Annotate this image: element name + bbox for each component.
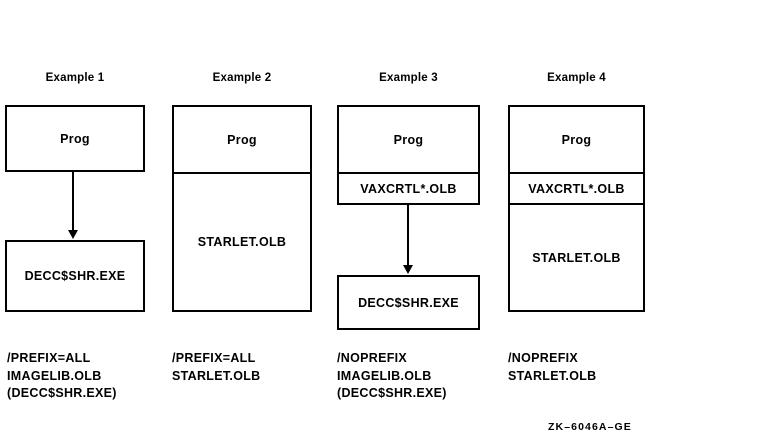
- diagram-cell-starlet-olb: STARLET.OLB: [510, 203, 643, 310]
- diagram-cell-prog: Prog: [227, 132, 257, 147]
- diagram-box-example-1-bottom: DECC$SHR.EXE: [5, 240, 145, 312]
- diagram-box-example-3-bottom: DECC$SHR.EXE: [337, 275, 480, 330]
- caption-example-1: /PREFIX=ALL IMAGELIB.OLB (DECC$SHR.EXE): [7, 351, 117, 400]
- figure-id-label: ZK–6046A–GE: [548, 421, 632, 433]
- column-title-example-1: Example 1: [45, 72, 105, 84]
- arrow-shaft-example-1: [72, 172, 74, 232]
- arrow-head-example-1: [68, 230, 78, 239]
- diagram-cell-vaxcrtl-olb: VAXCRTL*.OLB: [510, 172, 643, 203]
- arrow-head-example-3: [403, 265, 413, 274]
- diagram-cell-starlet-olb: STARLET.OLB: [174, 172, 310, 310]
- column-title-example-2: Example 2: [212, 72, 272, 84]
- caption-example-2: /PREFIX=ALL STARLET.OLB: [172, 351, 261, 383]
- diagram-box-example-3-top: Prog VAXCRTL*.OLB: [337, 105, 480, 205]
- column-title-example-3: Example 3: [379, 72, 438, 84]
- column-title-example-4: Example 4: [547, 72, 606, 84]
- diagram-box-example-2: Prog STARLET.OLB: [172, 105, 312, 312]
- arrow-shaft-example-3: [407, 205, 409, 267]
- diagram-cell-prog: Prog: [60, 131, 90, 146]
- diagram-cell-deccshr-exe: DECC$SHR.EXE: [24, 269, 126, 283]
- diagram-box-example-1-top: Prog: [5, 105, 145, 172]
- diagram-cell-prog: Prog: [393, 132, 424, 147]
- caption-example-4: /NOPREFIX STARLET.OLB: [508, 351, 597, 383]
- diagram-cell-deccshr-exe: DECC$SHR.EXE: [358, 295, 459, 310]
- diagram-cell-prog: Prog: [561, 132, 592, 147]
- diagram-box-example-4: Prog VAXCRTL*.OLB STARLET.OLB: [508, 105, 645, 312]
- caption-example-3: /NOPREFIX IMAGELIB.OLB (DECC$SHR.EXE): [337, 351, 447, 400]
- diagram-cell-vaxcrtl-olb: VAXCRTL*.OLB: [339, 172, 478, 203]
